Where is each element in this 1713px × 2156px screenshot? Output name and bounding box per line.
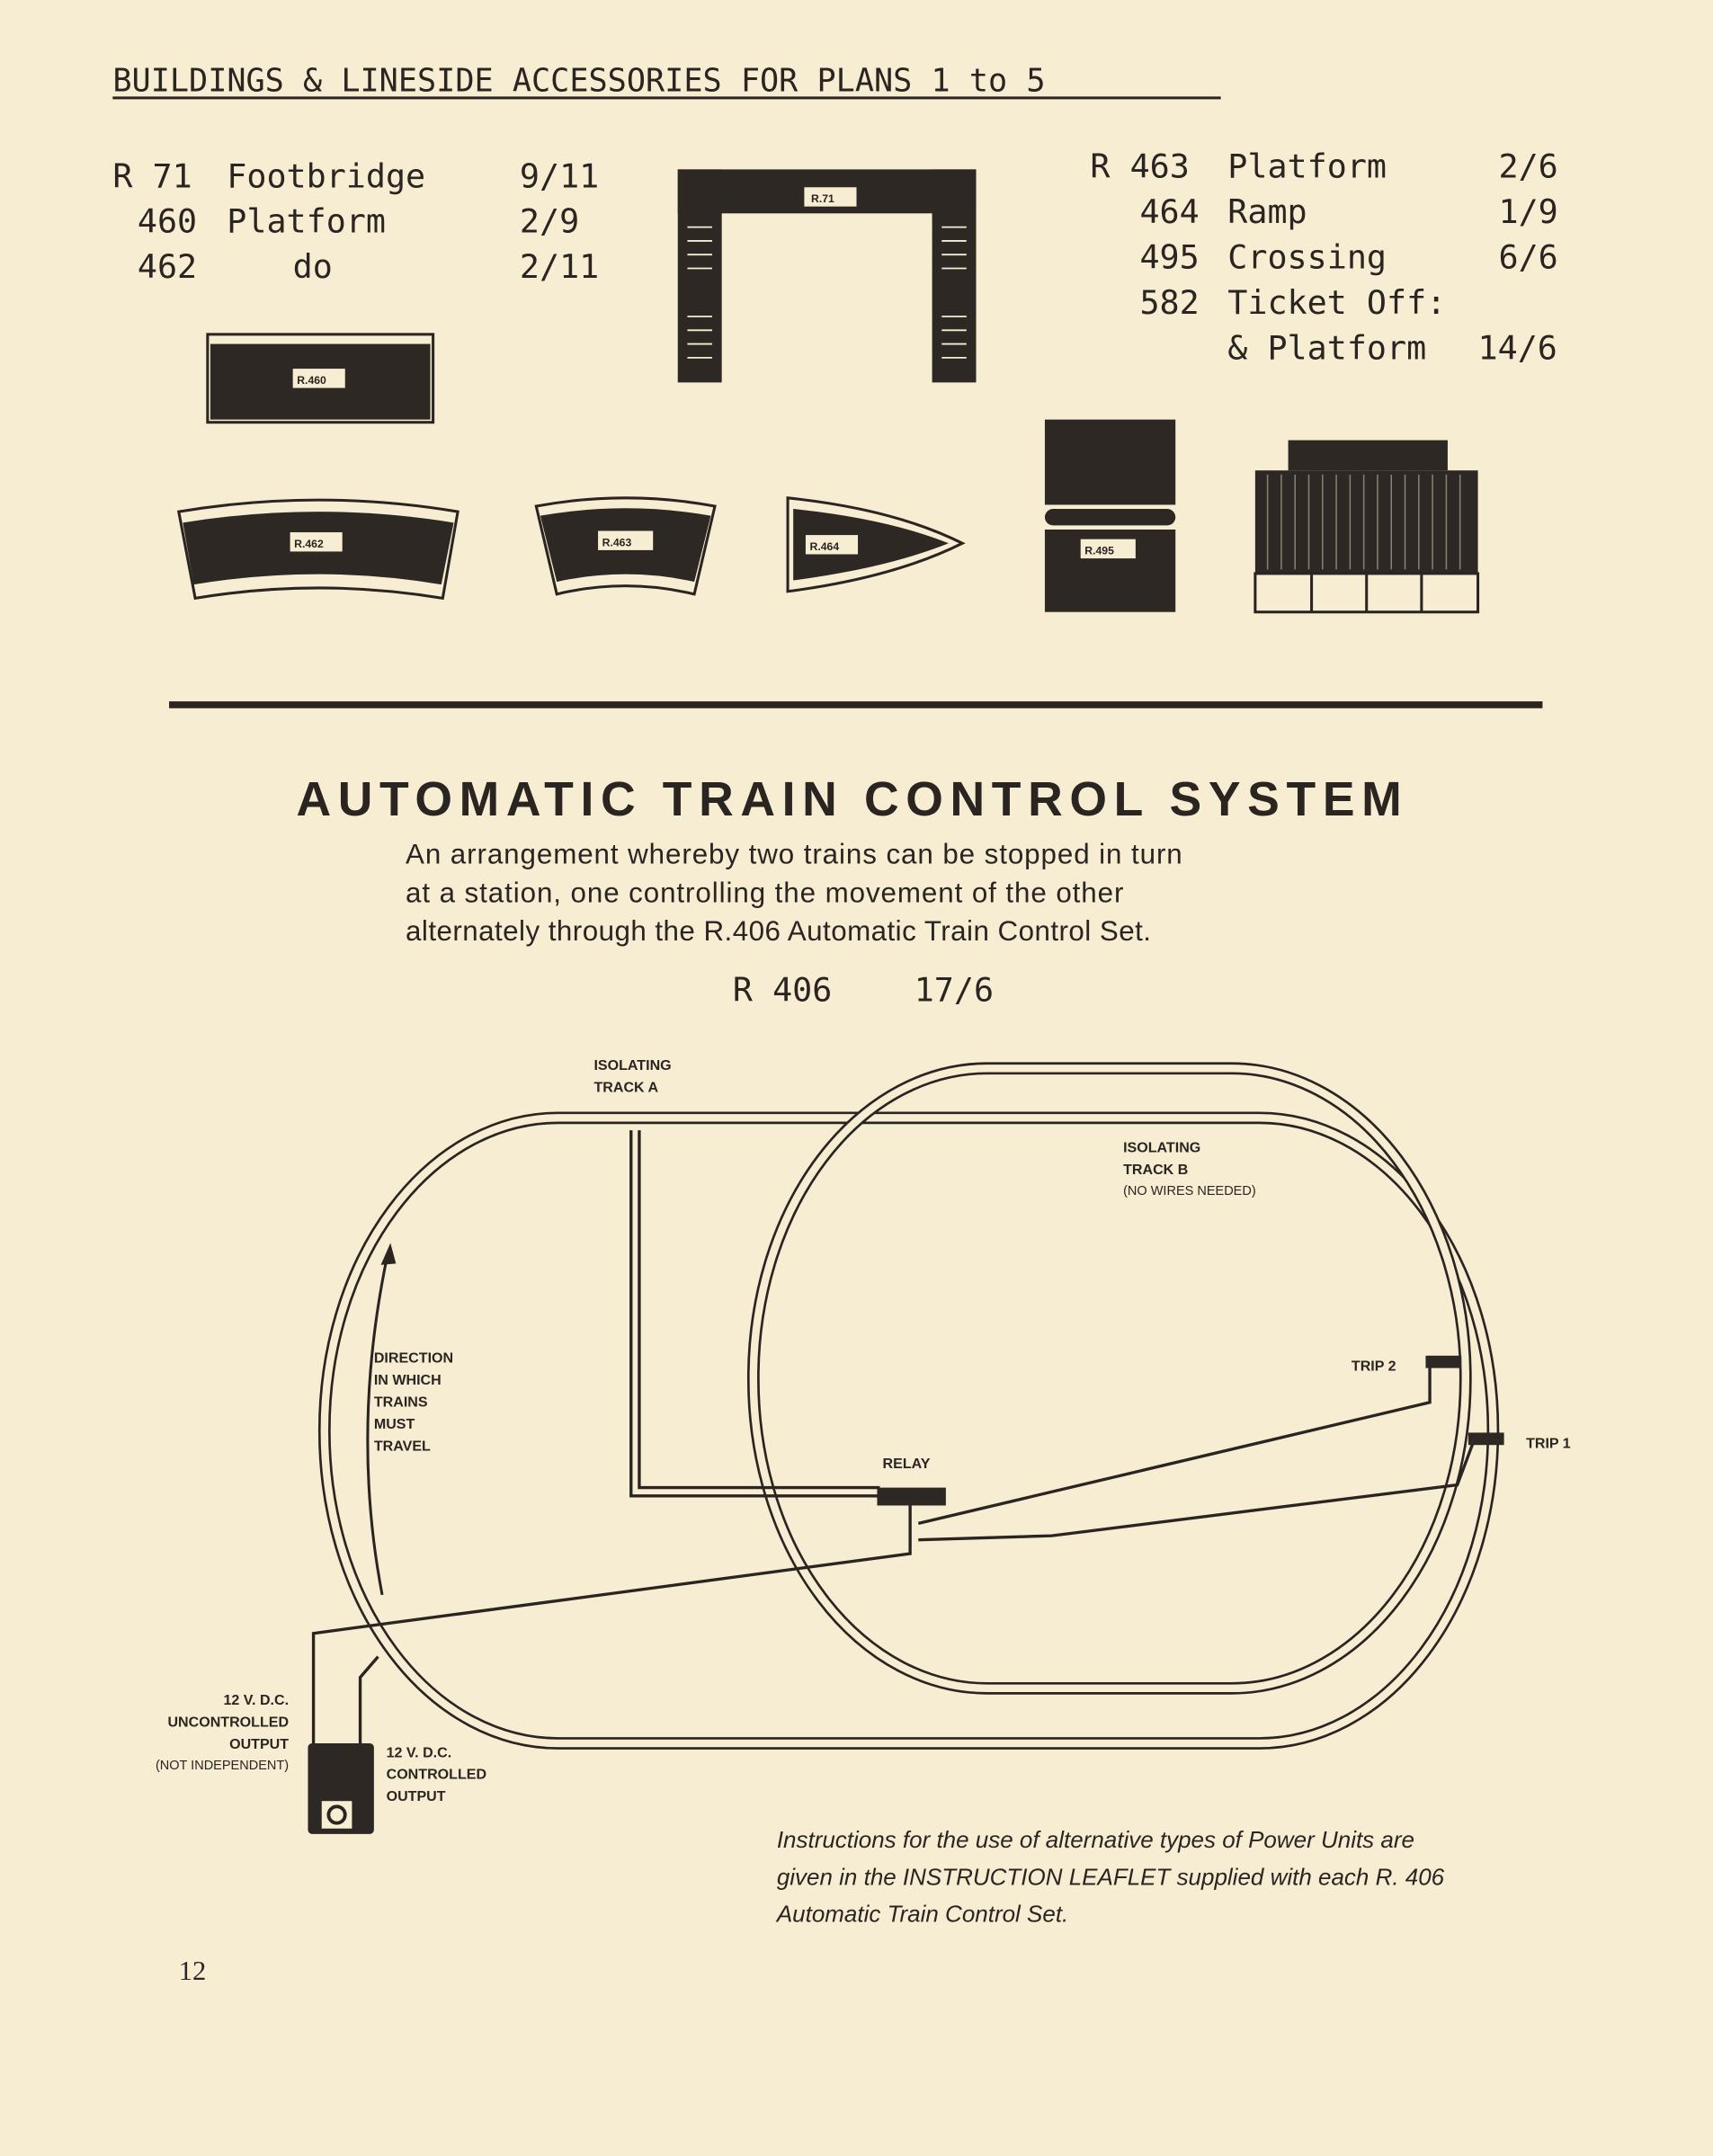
item-name: Platform: [1227, 147, 1387, 186]
item-name: Footbridge: [227, 156, 425, 195]
trip1-label: TRIP 1: [1526, 1435, 1571, 1451]
item-price: 1/9: [1498, 192, 1557, 231]
controlled-output-label: CONTROLLED: [387, 1767, 486, 1783]
part-tag: R.71: [811, 192, 834, 205]
item-price: 2/9: [520, 202, 579, 241]
isolating-a-label: TRACK A: [593, 1079, 658, 1095]
platform-463-drawing: R.463: [534, 496, 717, 596]
wire-trip1: [918, 1440, 1476, 1542]
wire-trip2: [917, 1364, 1432, 1525]
isolating-a-label: ISOLATING: [593, 1057, 671, 1074]
item-code: 460: [138, 202, 197, 241]
item-name: Platform: [227, 202, 386, 241]
uncontrolled-output-note: (NOT INDEPENDENT): [156, 1759, 289, 1773]
item-code: 582: [1139, 283, 1199, 322]
footbridge-drawing: R.71: [677, 169, 977, 383]
atc-description-line: An arrangement whereby two trains can be…: [406, 838, 1183, 869]
instruction-note-line: Automatic Train Control Set.: [775, 1901, 1068, 1928]
wire-isolating-a: [629, 1130, 880, 1498]
controlled-output-label: OUTPUT: [387, 1788, 446, 1804]
part-tag: R.460: [297, 374, 326, 387]
item-code: R 71: [112, 156, 192, 195]
item-price: 2/11: [520, 247, 599, 286]
atc-description-line: at a station, one controlling the moveme…: [406, 877, 1124, 908]
relay-label: RELAY: [883, 1456, 931, 1472]
relay-unit: [877, 1487, 946, 1506]
inner-loop-track: [746, 1062, 1472, 1695]
part-tag: R.464: [810, 540, 840, 553]
item-price: 9/11: [520, 156, 599, 195]
direction-label: TRAVEL: [374, 1438, 431, 1454]
atc-product-price: 17/6: [914, 970, 994, 1009]
uncontrolled-output-label: UNCONTROLLED: [167, 1715, 289, 1731]
item-name: do: [293, 247, 333, 286]
item-name: Ramp: [1227, 192, 1307, 231]
trip1-unit: [1468, 1432, 1504, 1446]
ticket-office-drawing: [1254, 440, 1480, 614]
isolating-b-note: (NO WIRES NEEDED): [1123, 1184, 1256, 1198]
direction-label: IN WHICH: [374, 1372, 442, 1388]
direction-label: DIRECTION: [374, 1350, 453, 1366]
item-price: 6/6: [1498, 237, 1557, 276]
instruction-note-line: Instructions for the use of alternative …: [777, 1826, 1414, 1853]
crossing-495-drawing: R.495: [1044, 419, 1176, 612]
platform-462-drawing: R.462: [176, 498, 459, 601]
atc-product-code: R 406: [733, 970, 832, 1009]
part-tag: R.462: [294, 538, 324, 550]
uncontrolled-output-label: 12 V. D.C.: [224, 1692, 290, 1708]
section-title: BUILDINGS & LINESIDE ACCESSORIES FOR PLA…: [112, 62, 1045, 99]
atc-description-line: alternately through the R.406 Automatic …: [406, 915, 1151, 947]
track-layout-diagram: [308, 1062, 1504, 1834]
item-price: 2/6: [1498, 147, 1557, 186]
trip2-unit: [1425, 1355, 1462, 1368]
item-code: 464: [1139, 192, 1199, 231]
wire-controlled: [358, 1655, 379, 1743]
section-divider: [169, 701, 1543, 708]
item-code: 495: [1139, 237, 1199, 276]
item-name: Ticket Off:: [1227, 283, 1446, 322]
atc-heading: AUTOMATIC TRAIN CONTROL SYSTEM: [296, 773, 1408, 826]
wire-uncontrolled: [311, 1505, 912, 1743]
item-name: & Platform: [1227, 328, 1426, 367]
trip2-label: TRIP 2: [1352, 1359, 1396, 1375]
isolating-b-label: TRACK B: [1123, 1162, 1188, 1178]
direction-label: TRAINS: [374, 1394, 428, 1410]
item-name: Crossing: [1227, 237, 1387, 276]
item-code: 462: [138, 247, 197, 286]
item-price: 14/6: [1478, 328, 1557, 367]
ramp-464-drawing: R.464: [786, 496, 966, 593]
instruction-note-line: given in the INSTRUCTION LEAFLET supplie…: [777, 1863, 1445, 1890]
platform-460-drawing: R.460: [206, 333, 435, 424]
page-number: 12: [179, 1956, 207, 1986]
part-tag: R.495: [1084, 544, 1114, 557]
direction-arrow-icon: [366, 1253, 389, 1596]
uncontrolled-output-label: OUTPUT: [229, 1736, 289, 1752]
right-price-list: R 463 Platform 2/6 464 Ramp 1/9 495 Cros…: [1090, 147, 1557, 368]
part-tag: R.463: [602, 536, 632, 548]
power-unit: [308, 1742, 374, 1834]
direction-label: MUST: [374, 1416, 415, 1432]
item-code: R 463: [1090, 147, 1189, 186]
left-price-list: R 71 Footbridge 9/11 460 Platform 2/9 46…: [112, 156, 599, 286]
controlled-output-label: 12 V. D.C.: [387, 1744, 452, 1760]
isolating-b-label: ISOLATING: [1123, 1140, 1200, 1156]
outer-loop-track: [317, 1111, 1500, 1750]
